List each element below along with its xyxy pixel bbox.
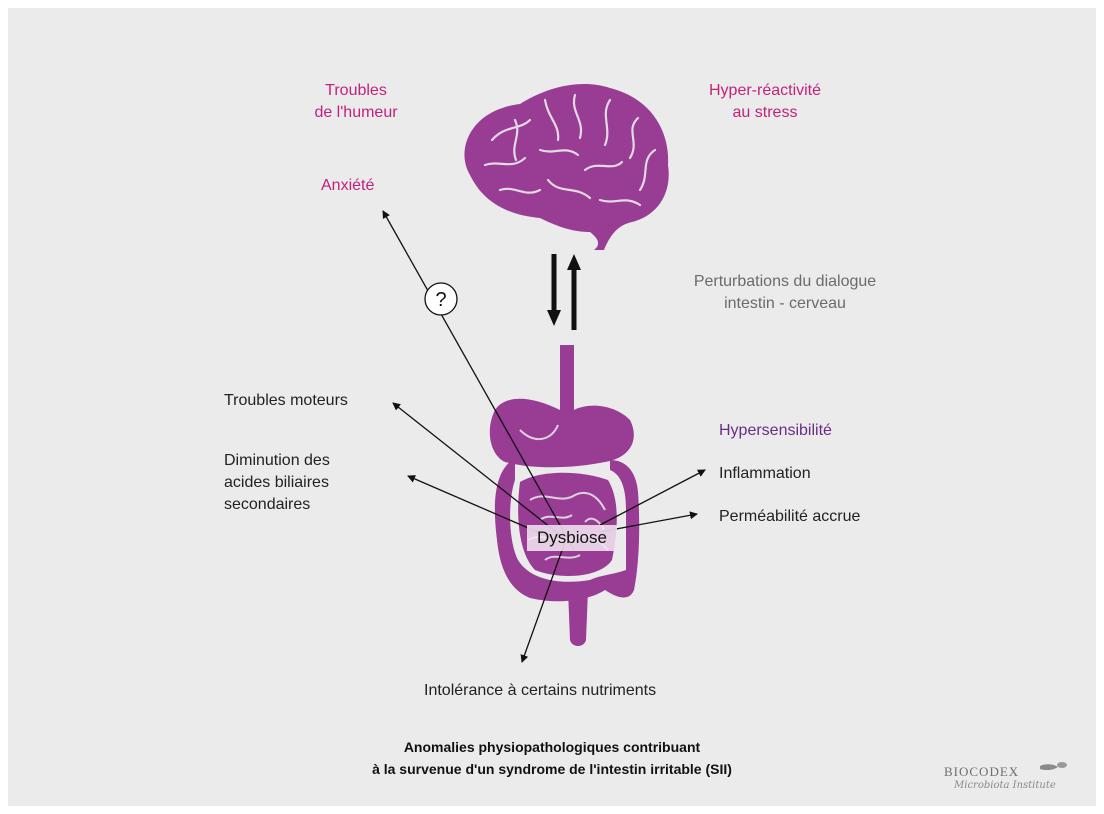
logo-mark-icon [1038,760,1068,776]
gut-brain-arrows [554,254,574,330]
caption-line-1: Anomalies physiopathologiques contribuan… [0,736,1104,758]
gut-brain-dialogue-label: Perturbations du dialogue intestin - cer… [660,271,910,315]
stress-hyperreactivity-label: Hyper-réactivité au stress [690,80,840,124]
logo-name: BIOCODEX [944,764,1019,780]
anxiety-label: Anxiété [321,175,374,197]
anxiety-arrow [383,211,574,550]
mood-disorders-label: Troubles de l'humeur [296,80,416,124]
bile-acids-label: Diminution des acides biliaires secondai… [224,450,330,516]
logo-subtitle: Microbiota Institute [954,780,1056,791]
permeability-label: Perméabilité accrue [719,506,860,528]
hypersensitivity-label: Hypersensibilité [719,420,832,442]
biocodex-logo: BIOCODEX Microbiota Institute [944,760,1074,800]
brain-shape [464,84,668,250]
nutrient-intolerance-label: Intolérance à certains nutriments [424,680,656,702]
caption-line-2: à la survenue d'un syndrome de l'intesti… [0,758,1104,780]
brain-illustration [464,84,668,250]
dysbiosis-label: Dysbiose [527,526,617,550]
question-mark: ? [435,289,446,311]
uncertain-link-marker: ? [425,283,457,315]
inflammation-label: Inflammation [719,463,811,485]
figure-caption: Anomalies physiopathologiques contribuan… [0,736,1104,780]
inflammation-arrow [600,470,705,525]
rectum-shape [568,590,588,646]
motor-disorders-label: Troubles moteurs [224,390,348,412]
digestive-system-illustration [490,345,639,646]
